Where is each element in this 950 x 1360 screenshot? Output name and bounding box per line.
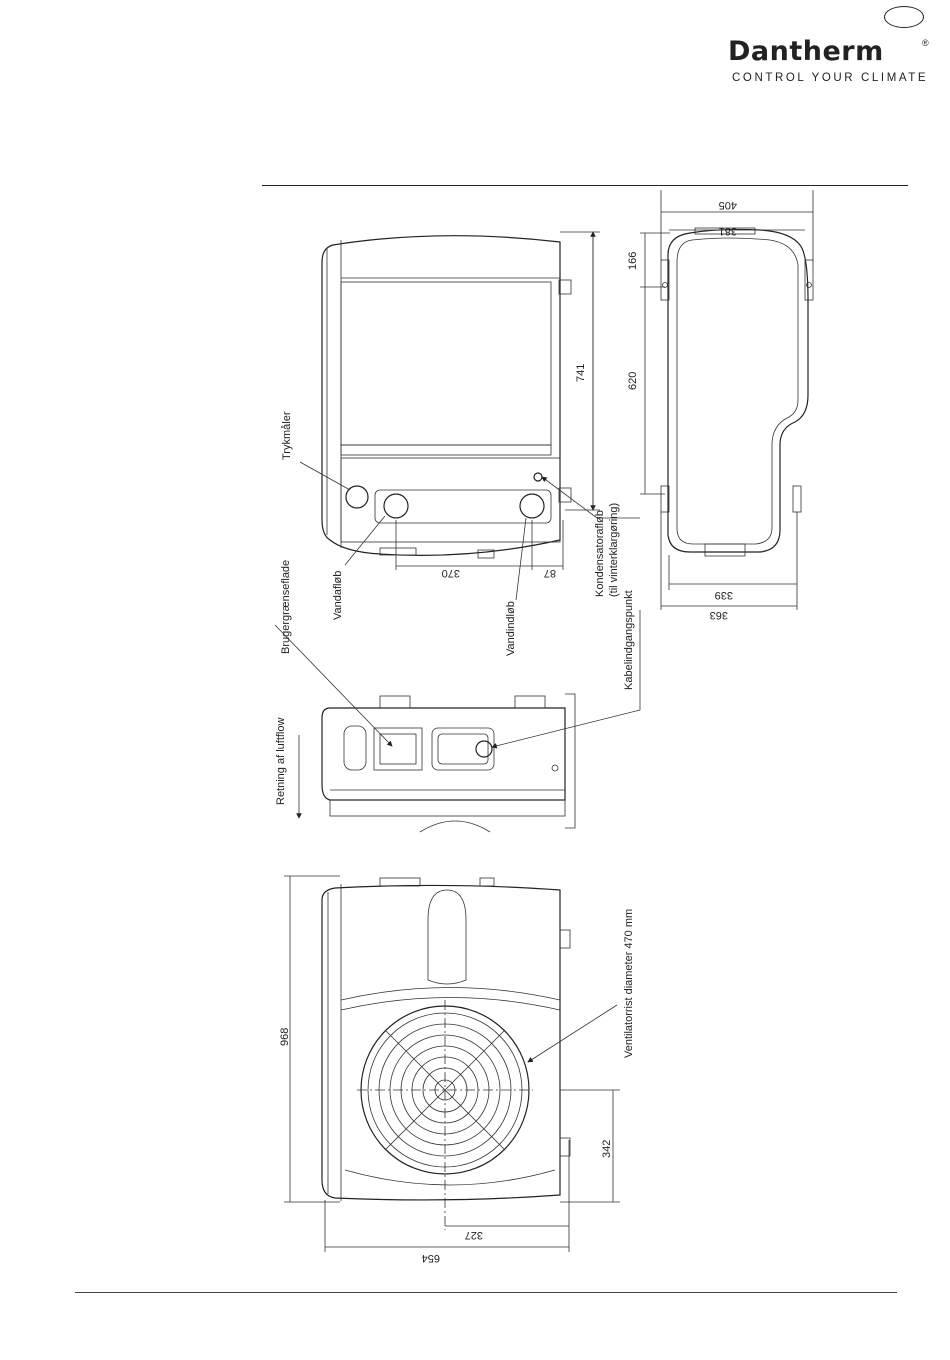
dim-620: 620 xyxy=(627,372,639,390)
dim-968: 968 xyxy=(279,1028,291,1046)
front-view: 741 370 87 Trykmåler Vandafløb Vandindlø… xyxy=(281,232,640,656)
dim-381: 381 xyxy=(719,225,737,237)
dim-405: 405 xyxy=(719,199,737,211)
label-kondensataflob-note: (til vinterklargøring) xyxy=(608,503,620,597)
top-view: 405 381 166 620 339 363 xyxy=(627,190,813,621)
label-trykmaler: Trykmåler xyxy=(281,411,293,460)
dim-370: 370 xyxy=(442,567,460,579)
fan-view: 968 342 327 654 Ventilatorrist diameter … xyxy=(279,876,635,1264)
side-view: Brugergrænseflade Kabelindgangspunkt Ret… xyxy=(275,560,640,832)
label-brugergraenseflade: Brugergrænseflade xyxy=(280,560,292,654)
label-retning-af-luftflow: Retning af luftflow xyxy=(275,718,287,805)
label-ventilatorrist: Ventilatorrist diameter 470 mm xyxy=(623,909,635,1058)
label-vandindlob: Vandindløb xyxy=(505,601,517,656)
dim-339: 339 xyxy=(715,589,733,601)
dim-363: 363 xyxy=(710,609,728,621)
label-kondensataflob: Kondensatorafløb xyxy=(594,510,606,597)
dim-342: 342 xyxy=(601,1140,613,1158)
dim-327: 327 xyxy=(465,1229,483,1241)
dim-166: 166 xyxy=(627,252,639,270)
label-vandaflob: Vandafløb xyxy=(332,571,344,620)
dim-654: 654 xyxy=(422,1252,440,1264)
label-kabelindgangspunkt: Kabelindgangspunkt xyxy=(623,590,635,690)
dim-87: 87 xyxy=(544,567,556,579)
dim-741: 741 xyxy=(575,364,587,382)
